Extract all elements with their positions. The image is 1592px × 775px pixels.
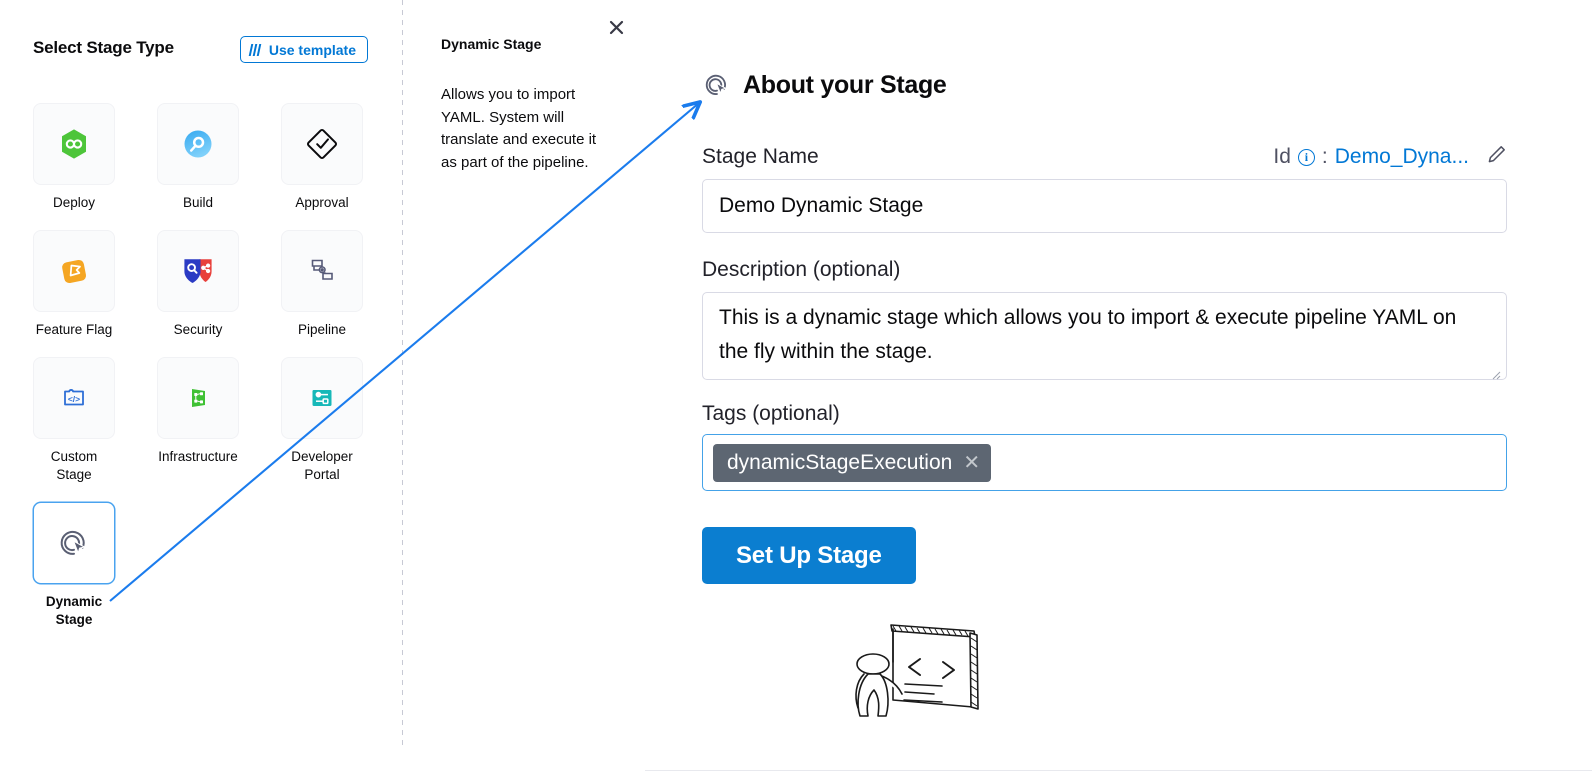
stage-tile[interactable] <box>157 357 239 439</box>
stage-tile[interactable] <box>157 230 239 312</box>
dynamic-stage-tile[interactable] <box>33 502 115 584</box>
tags-input[interactable]: dynamicStageExecution ✕ <box>702 434 1507 491</box>
stage-type-label: Infrastructure <box>158 449 238 464</box>
about-stage-form: Stage Name Id i : Demo_Dyna... Descripti… <box>702 144 1507 584</box>
use-template-button[interactable]: Use template <box>239 36 368 63</box>
stage-name-input[interactable] <box>702 179 1507 233</box>
dynamic-stage-cursor-icon <box>60 530 85 555</box>
feature-flag-icon <box>62 259 87 284</box>
stage-type-custom-stage[interactable]: </> Custom Stage <box>33 357 115 484</box>
tag-chip[interactable]: dynamicStageExecution ✕ <box>713 443 992 482</box>
stage-type-dynamic-stage[interactable]: Dynamic Stage <box>33 502 115 629</box>
security-shields-icon <box>184 259 212 283</box>
pipeline-nodes-icon <box>311 259 333 280</box>
use-template-label: Use template <box>268 41 356 58</box>
stage-type-row: </> Custom Stage <box>33 357 373 484</box>
stage-type-grid: Deploy <box>33 103 373 647</box>
svg-text:</>: </> <box>68 394 80 404</box>
template-bars-icon <box>248 43 263 56</box>
stage-tile[interactable] <box>33 230 115 312</box>
description-label: Description (optional) <box>702 258 901 281</box>
stage-type-label: Developer Portal <box>291 449 353 482</box>
info-circle-icon[interactable]: i <box>1297 148 1315 166</box>
stage-tile[interactable] <box>157 103 239 185</box>
stage-id-separator: : <box>1321 145 1328 168</box>
stage-type-row: Dynamic Stage <box>33 502 373 629</box>
stage-info-description: Allows you to import YAML. System will t… <box>441 86 597 171</box>
description-label-row: Description (optional) <box>702 257 1507 283</box>
tags-label: Tags (optional) <box>702 402 840 425</box>
stage-type-panel: Select Stage Type Use template Depl <box>0 0 403 775</box>
about-stage-header: About your Stage <box>702 70 947 100</box>
close-icon[interactable] <box>605 16 627 38</box>
about-stage-panel: About your Stage Stage Name Id i : Demo_… <box>640 0 1592 775</box>
stage-type-row: Deploy <box>33 103 373 212</box>
stage-tile[interactable] <box>33 103 115 185</box>
stage-type-build[interactable]: Build <box>157 103 239 212</box>
stage-type-developer-portal[interactable]: Developer Portal <box>281 357 363 484</box>
stage-type-infrastructure[interactable]: Infrastructure <box>157 357 239 484</box>
approval-diamond-check-icon <box>306 128 338 160</box>
developer-portal-panel-icon <box>312 390 332 406</box>
stage-type-pipeline[interactable]: Pipeline <box>281 230 363 339</box>
stage-type-label: Feature Flag <box>35 322 113 337</box>
stage-info-title: Dynamic Stage <box>441 36 542 52</box>
about-stage-title: About your Stage <box>743 70 947 99</box>
stage-tile[interactable]: </> <box>33 357 115 439</box>
person-presenting-code-board-illustration <box>846 612 986 717</box>
description-textarea[interactable] <box>702 292 1507 380</box>
stage-type-label: Security <box>173 322 223 337</box>
tag-chip-label: dynamicStageExecution <box>727 450 953 474</box>
stage-type-header: Select Stage Type Use template <box>33 36 369 64</box>
stage-name-label: Stage Name <box>702 145 819 168</box>
stage-id-group: Id i : Demo_Dyna... <box>1273 144 1507 171</box>
build-magnifier-circle-icon <box>184 130 212 158</box>
stage-type-label: Pipeline <box>297 322 347 337</box>
stage-tile[interactable] <box>281 357 363 439</box>
stage-info-panel: Dynamic Stage Allows you to import YAML.… <box>403 0 979 775</box>
stage-type-label: Build <box>182 195 214 210</box>
infrastructure-nodes-icon <box>192 389 205 407</box>
stage-tile[interactable] <box>281 103 363 185</box>
stage-type-security[interactable]: Security <box>157 230 239 339</box>
tag-remove-icon[interactable]: ✕ <box>963 451 981 474</box>
stage-type-row: Feature Flag <box>33 230 373 339</box>
set-up-stage-button[interactable]: Set Up Stage <box>702 527 916 584</box>
stage-type-approval[interactable]: Approval <box>281 103 363 212</box>
custom-stage-code-icon: </> <box>64 389 84 406</box>
stage-type-feature-flag[interactable]: Feature Flag <box>33 230 115 339</box>
footer-divider <box>645 770 1592 771</box>
pencil-edit-icon[interactable] <box>1486 144 1507 171</box>
deploy-hexagon-infinity-icon <box>62 129 86 159</box>
tags-label-row: Tags (optional) <box>702 401 1507 427</box>
dynamic-stage-cursor-icon <box>705 74 727 95</box>
stage-type-deploy[interactable]: Deploy <box>33 103 115 212</box>
stage-id-value: Demo_Dyna... <box>1334 145 1469 168</box>
stage-name-label-row: Stage Name Id i : Demo_Dyna... <box>702 144 1507 170</box>
stage-id-label: Id <box>1273 145 1291 168</box>
stage-type-label: Deploy <box>52 195 96 210</box>
stage-type-label: Approval <box>295 195 349 210</box>
stage-type-label: Dynamic Stage <box>45 594 103 627</box>
page-title: Select Stage Type <box>33 38 174 57</box>
stage-tile[interactable] <box>281 230 363 312</box>
stage-type-label: Custom Stage <box>50 449 98 482</box>
